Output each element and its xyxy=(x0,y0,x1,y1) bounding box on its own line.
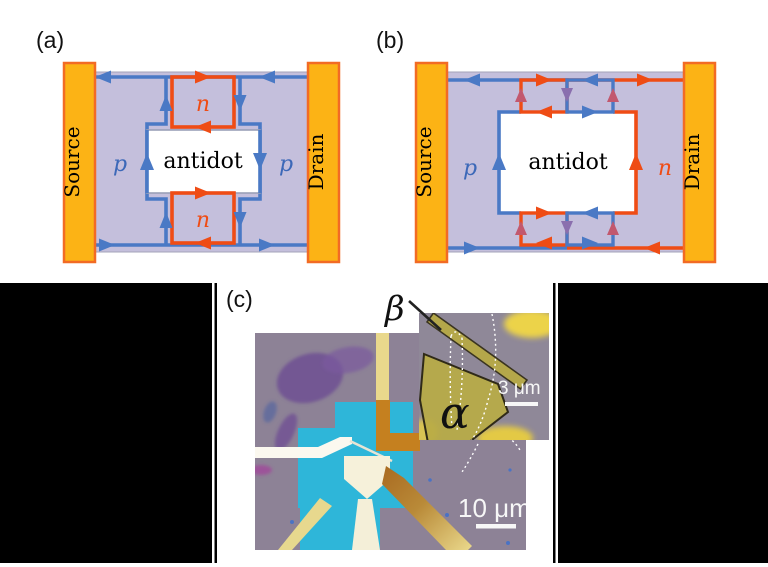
inset-gold-top-right xyxy=(504,313,549,338)
source-label-a: Source xyxy=(60,126,84,197)
panel-a: (a) antidot n n p p xyxy=(36,27,341,264)
black-mask-left xyxy=(0,283,212,563)
panel-b-label: (b) xyxy=(376,27,404,53)
black-mask-right-line xyxy=(553,283,556,563)
panel-b: (b) antidot p n xyxy=(376,27,717,264)
panel-c-label: (c) xyxy=(226,286,253,312)
source-label-b: Source xyxy=(412,126,436,197)
blue-arrows-a xyxy=(95,70,275,252)
blue-specks xyxy=(290,468,512,545)
inset-scale-label: 3 μm xyxy=(498,378,541,399)
panel-a-label: (a) xyxy=(36,27,64,53)
beta-label: β xyxy=(383,289,405,329)
electrode-lead-bottom-right xyxy=(382,466,472,550)
mixed-arrows-b xyxy=(515,88,619,235)
alpha-gate xyxy=(419,352,510,440)
red-arrows-a xyxy=(195,70,211,250)
drain-label-a: Drain xyxy=(304,133,328,190)
main-scale-label: 10 μm xyxy=(458,493,531,523)
n-label-top-a: n xyxy=(196,92,210,117)
flake-outline-fragment-1 xyxy=(499,431,522,453)
p-label-b: p xyxy=(463,156,477,181)
beta-gate xyxy=(425,313,529,391)
antidot-label-b: antidot xyxy=(528,150,607,175)
electrode-pentagon xyxy=(344,456,390,499)
drain-contact-b xyxy=(682,61,717,264)
micrograph-inset: α 3 μm β xyxy=(383,289,549,440)
n-label-bottom-a: n xyxy=(196,208,210,233)
inset-flake-outlines xyxy=(449,313,497,440)
electrode-white-left xyxy=(255,437,352,458)
electrode-orange-elbow xyxy=(376,400,420,451)
inset-scale-bar xyxy=(505,402,538,406)
n-label-b: n xyxy=(658,156,672,181)
electrode-top xyxy=(376,333,389,403)
black-mask-left-line xyxy=(214,283,217,563)
panel-c: (c) xyxy=(0,283,768,563)
red-arrows-b xyxy=(536,73,660,255)
electrode-cream-lead xyxy=(352,499,380,550)
alpha-label: α xyxy=(440,388,470,439)
flake-outline-fragment-2 xyxy=(461,443,479,473)
flake-patches xyxy=(255,346,374,475)
p-label-right-a: p xyxy=(279,152,293,177)
p-label-left-a: p xyxy=(113,152,127,177)
antidot-b xyxy=(498,111,637,214)
source-contact-a xyxy=(62,61,97,264)
drain-label-b: Drain xyxy=(680,133,704,190)
main-scale-bar xyxy=(476,524,516,529)
antidot-label-a: antidot xyxy=(163,149,242,174)
inset-gold-bottom-right xyxy=(477,426,533,440)
electrode-lead-bottom-left xyxy=(278,498,332,550)
black-mask-right xyxy=(558,283,768,563)
beta-pointer-line xyxy=(408,300,442,331)
source-contact-b xyxy=(414,61,449,264)
blue-arrows-b xyxy=(464,73,598,255)
drain-contact-a xyxy=(306,61,341,264)
